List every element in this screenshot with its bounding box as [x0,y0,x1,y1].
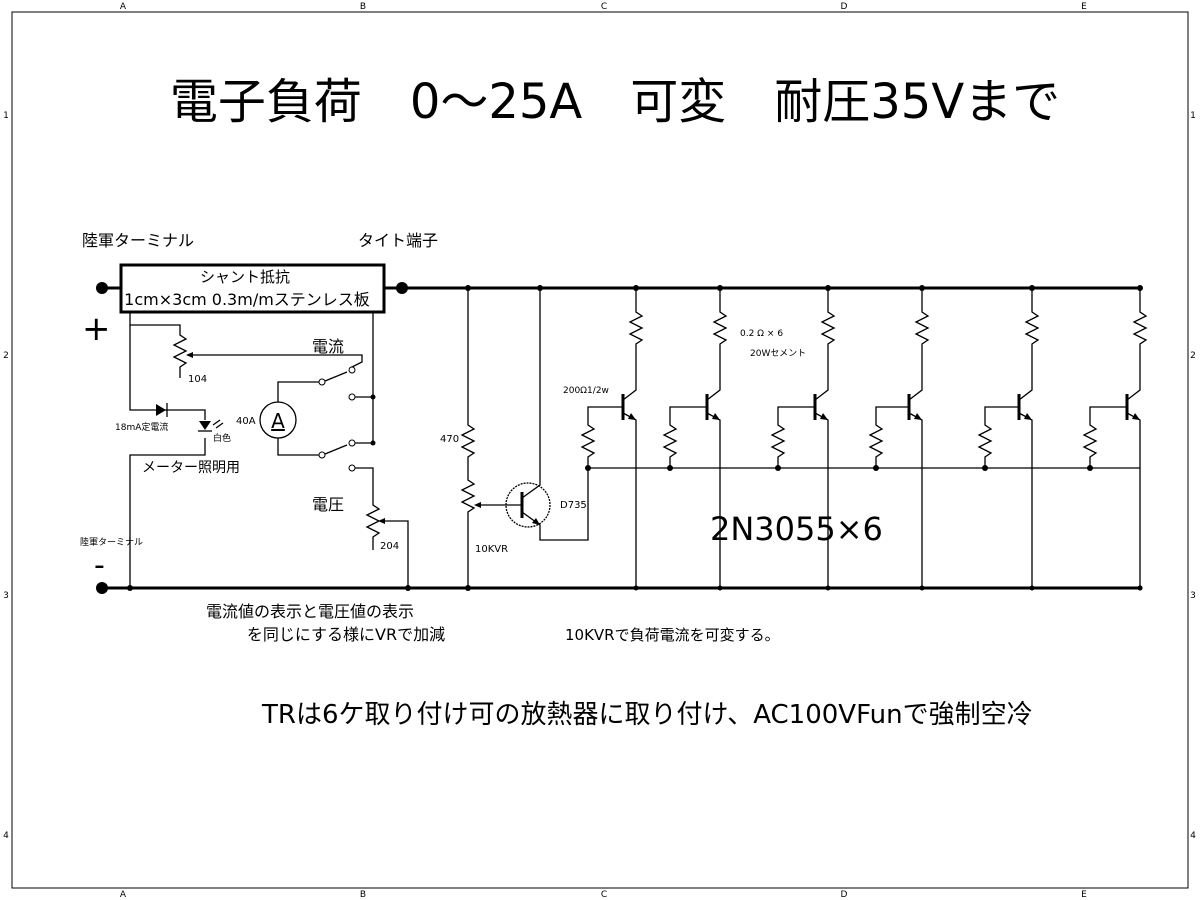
shunt-spec: 1cm×3cm 0.3m/mステンレス板 [124,290,370,309]
power-transistor-label: 2N3055×6 [710,510,883,548]
col-label: B [360,2,366,12]
emitter-resistor [622,288,644,401]
emitter-resistor [706,288,728,401]
pot-204-label: 204 [380,541,399,552]
power-transistor-stage [868,285,930,591]
pot-104-label: 104 [188,374,207,385]
base-resistor [868,406,909,468]
minus-sign: - [94,548,105,583]
power-transistor-stage [662,285,728,591]
vr-label: 10KVR [475,544,508,555]
row-label: 4 [3,831,9,841]
col-label: D [841,2,848,12]
r470-label: 470 [440,434,459,445]
base-res-label: 200Ω1/2w [563,386,609,396]
ammeter-symbol: A [271,409,285,433]
emitter-resistor [908,288,930,401]
page-title: 電子負荷 0～25A 可変 耐圧35Vまで [170,74,1060,130]
note-cooling: TRは6ケ取り付け可の放熱器に取り付け、AC100VFunで強制空冷 [261,700,1033,730]
base-resistor [1082,406,1127,468]
terminal-plus [96,282,108,294]
col-label: B [360,890,366,900]
led-icon [199,421,211,430]
current-label: 電流 [312,337,344,356]
note-vr: 10KVRで負荷電流を可変する。 [565,626,780,644]
row-label: 1 [1190,111,1196,121]
ammeter-range: 40A [236,416,256,427]
ccd-label: 18mA定電流 [115,421,168,433]
shunt-label: シャント抵抗 [200,268,290,286]
note-adjust-2: を同じにする様にVRで加減 [247,625,445,644]
row-label: 3 [3,591,9,601]
emitter-resistor [1018,288,1040,401]
col-label: A [120,890,127,900]
emitter-resistor [814,288,836,401]
row-label: 4 [1190,831,1196,841]
tie-terminal [396,282,408,294]
emitter-resistor [1126,288,1148,401]
driver-transistor-icon [505,482,551,528]
col-label: E [1081,890,1087,900]
tie-terminal-label: タイト端子 [358,231,438,250]
shunt-resistor [119,263,386,314]
base-resistor [770,406,815,468]
col-label: A [120,2,127,12]
col-label: C [601,2,607,12]
meter-light-label: メーター照明用 [142,460,240,476]
row-label: 2 [3,351,9,361]
base-resistor [580,406,623,468]
col-label: D [841,890,848,900]
power-transistor-stage [770,285,836,591]
col-label: E [1081,2,1087,12]
frame-border [11,11,1189,889]
power-transistor-stage [1082,285,1148,591]
col-label: C [601,890,607,900]
terminal-bottom-label: 陸軍ターミナル [80,536,143,548]
row-label: 1 [3,111,9,121]
driver-circuit [460,285,589,591]
emitter-res-label: 0.2 Ω × 6 [740,329,783,339]
row-label: 2 [1190,351,1196,361]
plus-sign: + [82,309,111,349]
emitter-res-type: 20Wセメント [750,348,806,359]
voltage-label: 電圧 [312,495,344,514]
row-label: 3 [1190,591,1196,601]
meter-circuit [127,312,411,591]
terminal-top-label: 陸軍ターミナル [82,231,194,250]
led-color-label: 白色 [213,432,231,444]
power-transistor-stage [580,285,644,591]
base-resistor [662,406,707,468]
diode-icon [156,404,166,416]
power-transistor-stage [977,285,1040,591]
base-resistor [977,406,1019,468]
terminal-minus [96,582,108,594]
note-adjust-1: 電流値の表示と電圧値の表示 [206,602,414,621]
driver-label: D735 [560,500,587,511]
